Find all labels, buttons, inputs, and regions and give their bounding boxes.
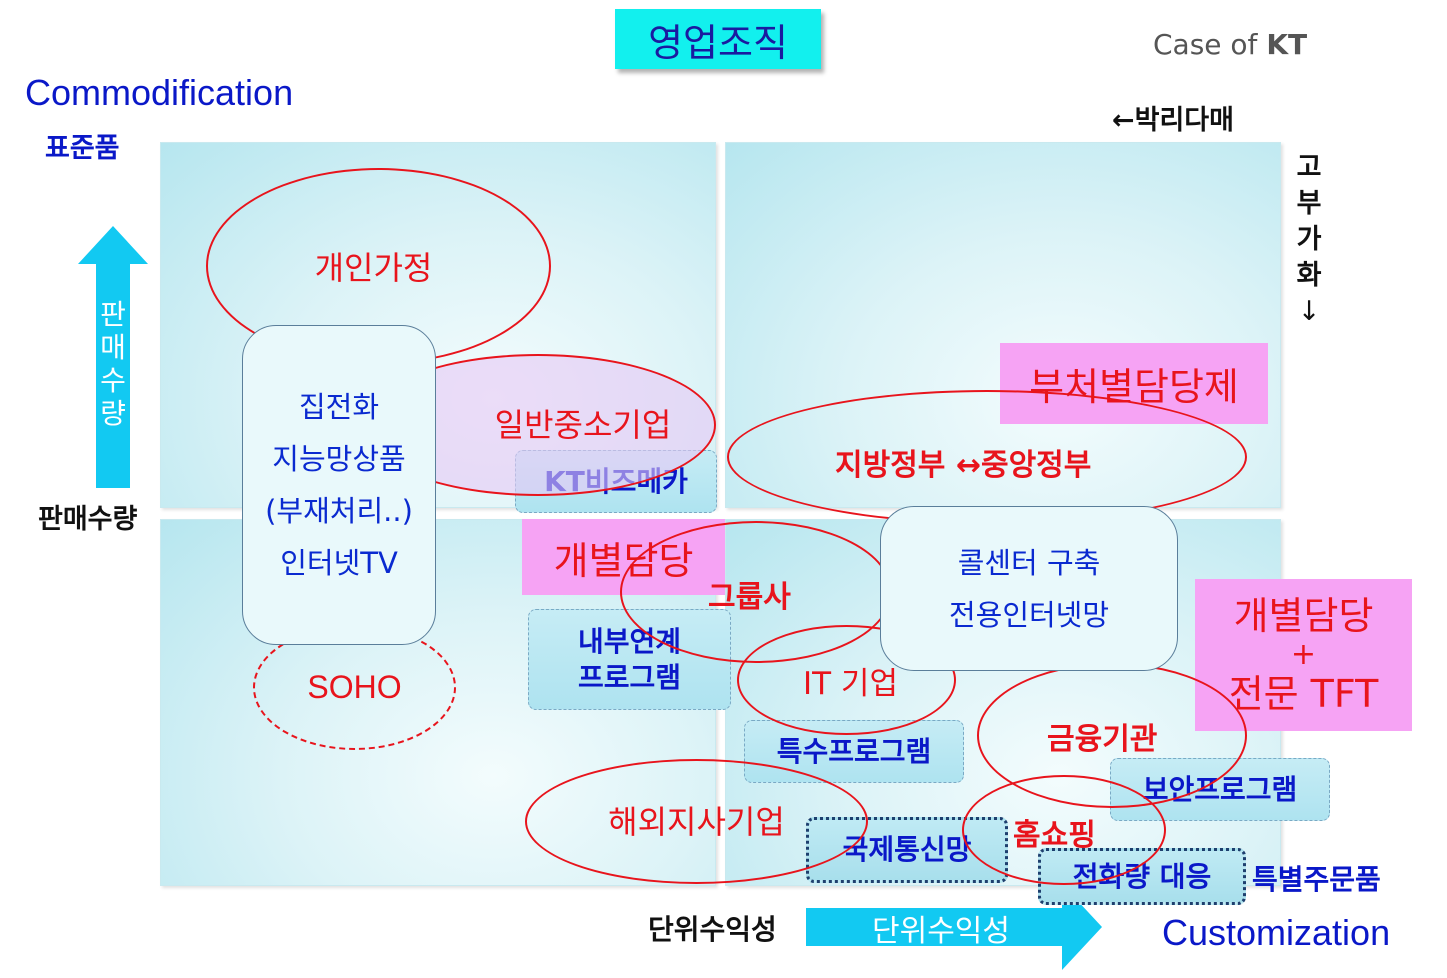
high-value-char: 부 [1296, 188, 1322, 219]
government-label: 지방정부 ↔중앙정부 [835, 448, 1092, 483]
intl-network-label: 국제통신망 [842, 833, 972, 866]
volume-arrow-char: 판 [100, 298, 126, 331]
internal-program-line: 프로그램 [577, 660, 682, 694]
customization-label: Customization [1162, 912, 1391, 953]
product-line: 집전화 [298, 390, 380, 424]
case-label: Case of KT [1153, 28, 1307, 61]
sme-label: 일반중소기업 [494, 406, 672, 444]
standard-goods-label: 표준품 [45, 133, 120, 164]
overseas-label: 해외지사기업 [608, 802, 785, 841]
volume-arrow-char: 량 [100, 397, 126, 430]
high-value-char: ↓ [1297, 296, 1321, 327]
products-box: 집전화 지능망상품 (부재처리..) 인터넷TV [242, 325, 436, 645]
volume-up-arrow-icon [78, 226, 148, 488]
callcenter-box: 콜센터 구축 전용인터넷망 [880, 506, 1178, 671]
it-ellipse: IT 기업 [737, 625, 956, 735]
homeshopping-label: 홈쇼핑 [1013, 818, 1096, 853]
high-value-char: 화 [1296, 260, 1322, 291]
product-line: (부재처리..) [265, 494, 413, 528]
case-prefix: Case of [1153, 28, 1258, 61]
low-margin-label: ←박리다매 [1112, 105, 1234, 136]
special-program-label: 특수프로그램 [776, 734, 932, 768]
case-company: KT [1266, 28, 1308, 61]
individual-tft-line: 개별담당 [1233, 594, 1374, 638]
product-line: 인터넷TV [280, 546, 398, 580]
soho-label: SOHO [307, 669, 402, 705]
volume-arrow-char: 수 [100, 364, 126, 397]
volume-arrow-text: 판 매 수 량 [96, 298, 130, 430]
high-value-label: 고 부 가 화 ↓ [1294, 150, 1324, 330]
commodification-label: Commodification [25, 72, 294, 113]
household-label: 개인가정 [314, 249, 433, 287]
special-order-label: 특별주문품 [1252, 863, 1381, 896]
individual-tft-plus: + [1290, 637, 1317, 672]
group-label: 그룹사 [708, 580, 791, 615]
individual-tft-line: 전문 TFT [1228, 672, 1379, 716]
margin-right-arrow-icon [806, 884, 1102, 970]
homeshopping-ellipse [962, 775, 1166, 885]
finance-label: 금융기관 [1047, 722, 1158, 757]
volume-arrow-char: 매 [100, 331, 126, 364]
individual-tft-org-box: 개별담당 + 전문 TFT [1195, 579, 1412, 731]
margin-arrow-text: 단위수익성 [872, 914, 1010, 949]
product-line: 지능망상품 [272, 442, 406, 476]
volume-label: 판매수량 [38, 504, 138, 535]
callcenter-line: 전용인터넷망 [948, 597, 1110, 632]
it-label: IT 기업 [803, 665, 898, 702]
overseas-ellipse: 해외지사기업 [525, 759, 868, 884]
page-title: 영업조직 [615, 9, 821, 69]
margin-label: 단위수익성 [648, 913, 777, 946]
callcenter-line: 콜센터 구축 [957, 545, 1101, 580]
high-value-char: 가 [1296, 224, 1322, 255]
high-value-char: 고 [1296, 152, 1322, 183]
